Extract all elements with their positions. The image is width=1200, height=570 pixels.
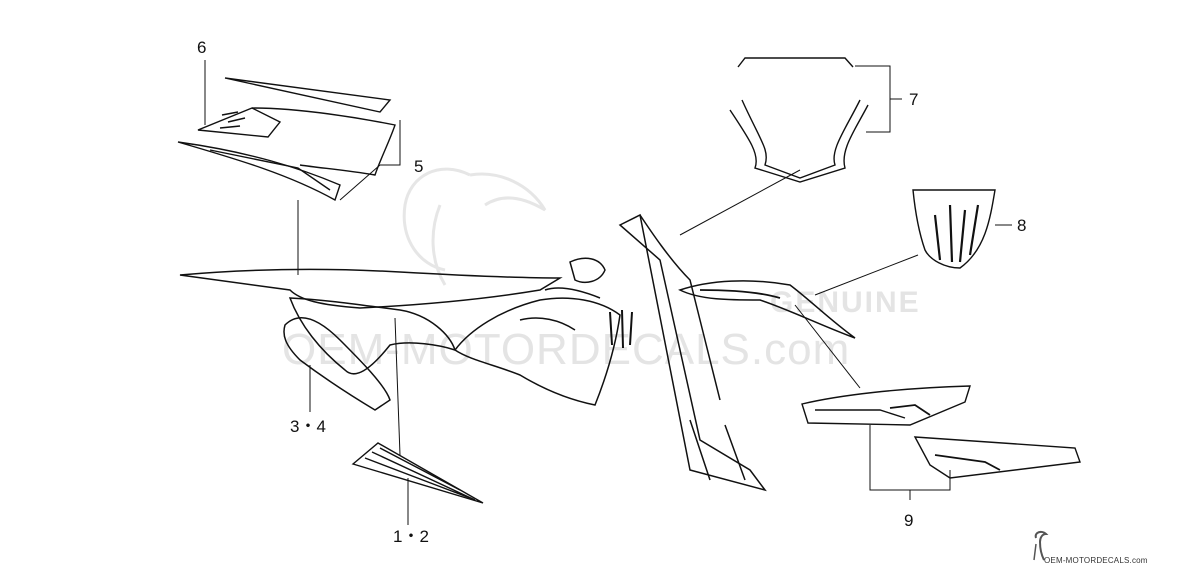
part-1-2-side-decal [351, 442, 484, 504]
corner-logo-icon [1033, 530, 1049, 561]
part-9-radiator-shroud-decals [801, 385, 1081, 479]
callout-9: 9 [904, 511, 914, 530]
watermark-main-text: OEM-MOTORDECALS.com [282, 325, 851, 374]
callout-7: 7 [909, 90, 919, 109]
callout-1-2: 1・2 [393, 527, 429, 546]
part-5-6-seat-decal [177, 77, 396, 202]
part-8-shroud-badge [912, 189, 996, 269]
callout-3-4: 3・4 [290, 417, 326, 436]
callout-5: 5 [414, 157, 424, 176]
watermark-genuine-text: GENUINE [770, 286, 921, 319]
callout-8: 8 [1017, 216, 1027, 235]
leader-lines [204, 60, 1012, 525]
motorcycle-bodywork [179, 213, 856, 492]
watermark-bird-icon [402, 167, 547, 286]
corner-watermark-text: OEM-MOTORDECALS.com [1044, 556, 1148, 565]
part-7-front-number-plate [729, 57, 869, 183]
callout-6: 6 [197, 38, 207, 57]
